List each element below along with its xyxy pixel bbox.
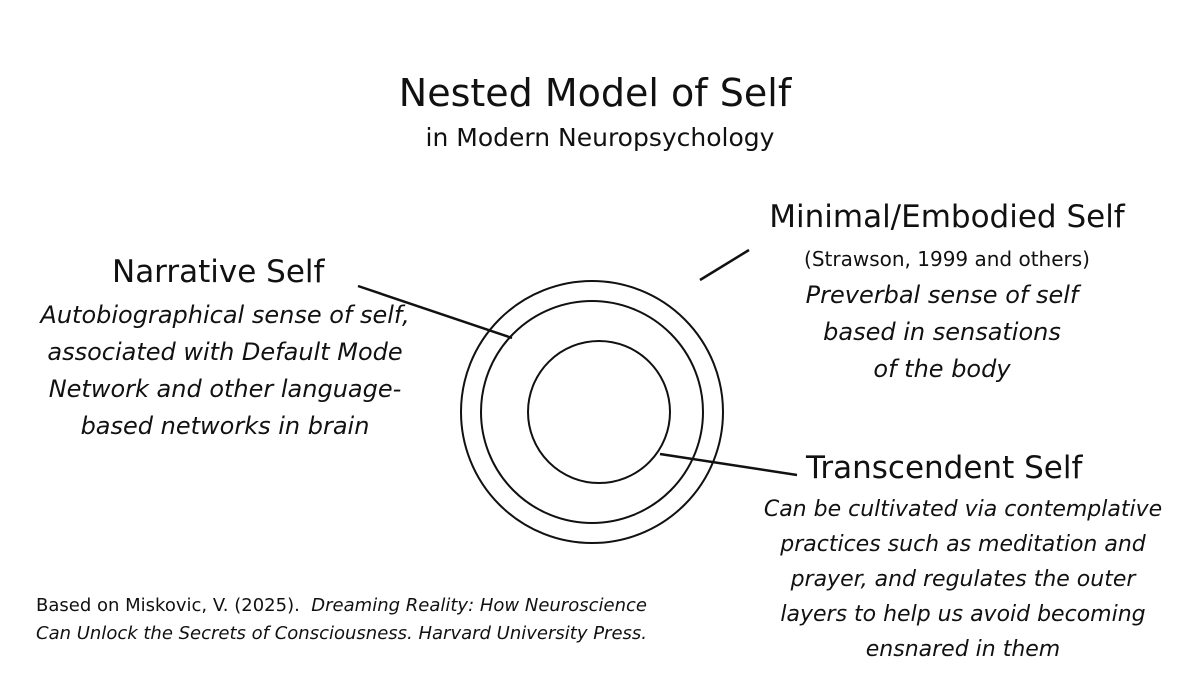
transcendent-leader-line xyxy=(659,452,798,477)
transcendent-line: practices such as meditation and xyxy=(780,532,1146,557)
narrative-leader-line xyxy=(357,284,513,340)
transcendent-self-description: Can be cultivated via contemplative prac… xyxy=(728,492,1198,667)
transcendent-line: prayer, and regulates the outer xyxy=(790,567,1136,592)
minimal-line: Preverbal sense of self xyxy=(805,281,1079,309)
citation-book-title: Dreaming Reality: How Neuroscience xyxy=(311,595,647,616)
narrative-line: Network and other language- xyxy=(48,375,402,403)
source-citation: Based on Miskovic, V. (2025). Dreaming R… xyxy=(36,592,647,648)
inner-circle xyxy=(527,340,671,484)
middle-circle xyxy=(480,300,704,524)
transcendent-line: layers to help us avoid becoming xyxy=(780,602,1146,627)
minimal-self-heading: Minimal/Embodied Self xyxy=(769,199,1125,235)
minimal-line: of the body xyxy=(873,355,1011,383)
narrative-line: Autobiographical sense of self, xyxy=(40,301,410,329)
citation-book-title-cont: Can Unlock the Secrets of Consciousness.… xyxy=(36,623,647,644)
citation-plain: Based on Miskovic, V. (2025). xyxy=(36,595,300,616)
transcendent-self-heading: Transcendent Self xyxy=(806,450,1083,486)
page-title: Nested Model of Self xyxy=(398,71,792,115)
transcendent-line: Can be cultivated via contemplative xyxy=(763,497,1163,522)
minimal-leader-line xyxy=(699,248,750,282)
narrative-self-heading: Narrative Self xyxy=(112,254,325,290)
narrative-line: associated with Default Mode xyxy=(47,338,403,366)
minimal-self-description: Preverbal sense of self based in sensati… xyxy=(742,277,1142,388)
outer-circle xyxy=(460,280,724,544)
narrative-line: based networks in brain xyxy=(80,412,370,440)
transcendent-line: ensnared in them xyxy=(865,637,1061,662)
narrative-self-description: Autobiographical sense of self, associat… xyxy=(20,297,430,445)
minimal-line: based in sensations xyxy=(823,318,1061,346)
page-subtitle: in Modern Neuropsychology xyxy=(425,123,775,152)
minimal-self-citation: (Strawson, 1999 and others) xyxy=(804,247,1090,271)
